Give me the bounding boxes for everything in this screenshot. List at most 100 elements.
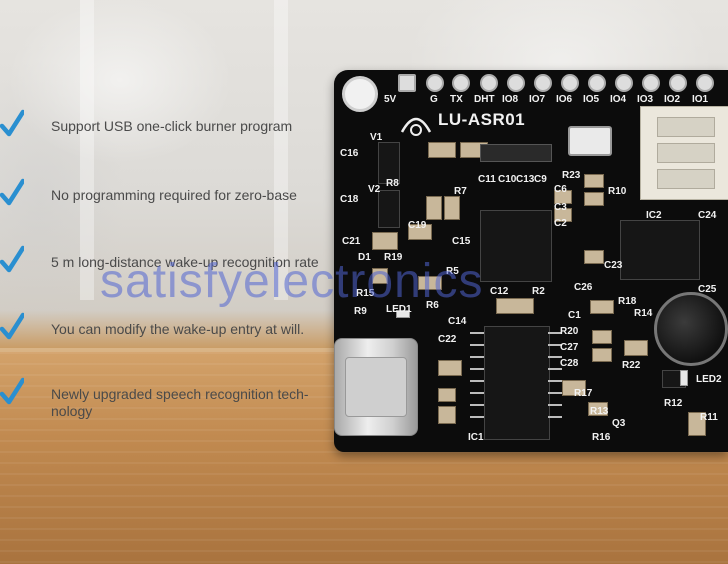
connector-slot bbox=[657, 117, 715, 137]
feature-text: 5 m long-distance wake-up recognition ra… bbox=[51, 254, 319, 270]
regulator-v2 bbox=[378, 190, 400, 228]
chip-leg bbox=[470, 356, 484, 358]
pin-label: IO5 bbox=[583, 94, 600, 105]
feature-item: No programming required for zero-base bbox=[0, 177, 340, 217]
header-pin bbox=[561, 74, 579, 92]
jst-connector bbox=[640, 106, 728, 200]
capacitor bbox=[624, 340, 648, 356]
chip-leg bbox=[470, 404, 484, 406]
silk-label: R8 bbox=[386, 178, 399, 189]
silk-label: C2 bbox=[554, 218, 567, 229]
feature-text: Support USB one-click burner program bbox=[51, 118, 293, 134]
resistor bbox=[562, 380, 586, 396]
feature-text: Newly upgraded speech recognition tech-n… bbox=[51, 386, 309, 419]
silk-label: R12 bbox=[664, 398, 683, 409]
silk-label: R23 bbox=[562, 170, 581, 181]
crystal-oscillator bbox=[568, 126, 612, 156]
pin-label: IO3 bbox=[637, 94, 654, 105]
silk-label: V1 bbox=[370, 132, 383, 143]
resistor bbox=[588, 402, 608, 416]
silk-label: C16 bbox=[340, 148, 359, 159]
mounting-hole bbox=[342, 76, 378, 112]
connector-slot bbox=[657, 143, 715, 163]
check-icon bbox=[0, 377, 24, 405]
pin-label: IO4 bbox=[610, 94, 627, 105]
chip-leg bbox=[548, 404, 562, 406]
feature-item: Support USB one-click burner program bbox=[0, 108, 340, 148]
silk-label: R18 bbox=[618, 296, 637, 307]
capacitor bbox=[372, 232, 398, 250]
check-icon bbox=[0, 178, 24, 206]
pin-label: IO7 bbox=[529, 94, 546, 105]
silk-label: R5 bbox=[446, 266, 459, 277]
chip-leg bbox=[548, 344, 562, 346]
chip-leg bbox=[470, 344, 484, 346]
header-pin bbox=[615, 74, 633, 92]
silk-label: C3 bbox=[554, 202, 567, 213]
capacitor bbox=[438, 360, 462, 376]
capacitor bbox=[438, 406, 456, 424]
silk-label: C21 bbox=[342, 236, 361, 247]
pin-label: IO2 bbox=[664, 94, 681, 105]
silk-label: C10 bbox=[498, 174, 517, 185]
silk-label: C14 bbox=[448, 316, 467, 327]
capacitor bbox=[428, 142, 456, 158]
flash-ic1 bbox=[484, 326, 550, 440]
capacitor bbox=[590, 300, 614, 314]
header-pin bbox=[534, 74, 552, 92]
silk-label: R19 bbox=[384, 252, 403, 263]
silk-label: R7 bbox=[454, 186, 467, 197]
resistor bbox=[438, 388, 456, 402]
capacitor bbox=[584, 174, 604, 188]
capacitor bbox=[444, 196, 460, 220]
silk-label: R14 bbox=[634, 308, 653, 319]
silk-label: C6 bbox=[554, 184, 567, 195]
chip-leg bbox=[470, 368, 484, 370]
silk-label: IC2 bbox=[646, 210, 662, 221]
silk-label: C15 bbox=[452, 236, 471, 247]
silk-label: R17 bbox=[574, 388, 593, 399]
chip-leg bbox=[548, 380, 562, 382]
window-frame bbox=[80, 0, 288, 300]
regulator-v1 bbox=[378, 142, 400, 184]
capacitor bbox=[584, 192, 604, 206]
silk-label: Q3 bbox=[612, 418, 626, 429]
capacitor bbox=[554, 208, 572, 222]
watermark: satisfyelectronics bbox=[100, 255, 484, 308]
capacitor bbox=[426, 196, 442, 220]
silk-label: D1 bbox=[358, 252, 371, 263]
silk-label: C24 bbox=[698, 210, 717, 221]
header-pin bbox=[642, 74, 660, 92]
asr-board: 5V G TX DHT IO8 IO7 IO6 IO5 IO4 IO3 IO2 … bbox=[334, 70, 728, 452]
silk-label: C27 bbox=[560, 342, 579, 353]
capacitor bbox=[408, 224, 432, 240]
pin-label: DHT bbox=[474, 94, 495, 105]
silk-label: C11 bbox=[478, 174, 496, 185]
led1 bbox=[396, 310, 410, 318]
pin-label: G bbox=[430, 94, 438, 105]
chip-leg bbox=[548, 392, 562, 394]
silk-label: LED2 bbox=[696, 374, 722, 385]
capacitor bbox=[496, 298, 534, 314]
chip-leg bbox=[548, 368, 562, 370]
silk-label: R11 bbox=[700, 412, 718, 423]
board-title: LU-ASR01 bbox=[438, 110, 526, 129]
silk-label: C1 bbox=[568, 310, 581, 321]
resistor bbox=[418, 276, 442, 290]
pin-label: TX bbox=[450, 94, 463, 105]
chip-leg bbox=[470, 380, 484, 382]
header-pin bbox=[696, 74, 714, 92]
header-pin bbox=[669, 74, 687, 92]
silk-label: C25 bbox=[698, 284, 717, 295]
capacitor bbox=[554, 190, 572, 204]
resistor-array bbox=[480, 144, 552, 162]
check-icon bbox=[0, 109, 24, 137]
pin-label: 5V bbox=[384, 94, 397, 105]
silk-label: C19 bbox=[408, 220, 427, 231]
resistor bbox=[372, 268, 388, 284]
capacitor bbox=[592, 348, 612, 362]
chip-leg bbox=[548, 416, 562, 418]
silk-label: V2 bbox=[368, 184, 381, 195]
microphone bbox=[654, 292, 728, 366]
header-pin bbox=[588, 74, 606, 92]
